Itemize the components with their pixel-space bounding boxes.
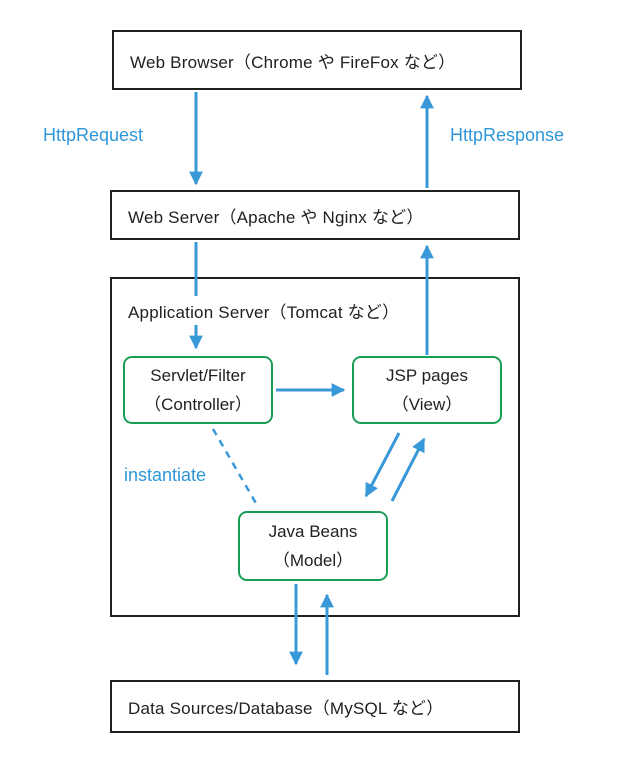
jsp-label-line1: JSP pages [386, 366, 468, 385]
beans-label-line2: （Model） [272, 551, 354, 570]
box-jsp-view: JSP pages （View） [352, 356, 502, 424]
box-application-server-container [110, 277, 520, 617]
servlet-label-line2: （Controller） [144, 395, 252, 414]
box-data-source: Data Sources/Database（MySQL など） [110, 680, 520, 733]
box-java-beans-model: Java Beans （Model） [238, 511, 388, 581]
jsp-label-line2: （View） [391, 395, 463, 414]
application-server-label: Application Server（Tomcat など） [128, 296, 406, 325]
box-servlet-controller: Servlet/Filter （Controller） [123, 356, 273, 424]
box-web-browser: Web Browser（Chrome や FireFox など） [112, 30, 522, 90]
web-server-label: Web Server（Apache や Nginx など） [128, 207, 424, 227]
http-request-label: HttpRequest [43, 125, 144, 145]
data-source-label: Data Sources/Database（MySQL など） [128, 699, 444, 718]
box-web-server: Web Server（Apache や Nginx など） [110, 190, 520, 240]
instantiate-label: instantiate [124, 465, 207, 485]
servlet-label-line1: Servlet/Filter [150, 366, 246, 385]
beans-label-line1: Java Beans [268, 522, 358, 541]
http-response-label: HttpResponse [450, 125, 565, 145]
web-browser-label: Web Browser（Chrome や FireFox など） [130, 52, 456, 72]
